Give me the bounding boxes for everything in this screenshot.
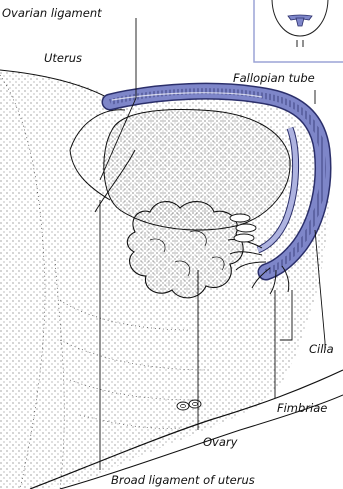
label-ovary: Ovary — [203, 435, 238, 449]
label-cilia: Cilia — [309, 342, 334, 356]
label-uterus: Uterus — [44, 51, 82, 65]
label-ovarian-ligament: Ovarian ligament — [2, 6, 102, 20]
label-fimbriae: Fimbriae — [277, 401, 327, 415]
label-fallopian-tube: Fallopian tube — [233, 71, 315, 85]
inset-figure-box — [254, 0, 343, 62]
label-broad-ligament: Broad ligament of uterus — [111, 473, 255, 487]
